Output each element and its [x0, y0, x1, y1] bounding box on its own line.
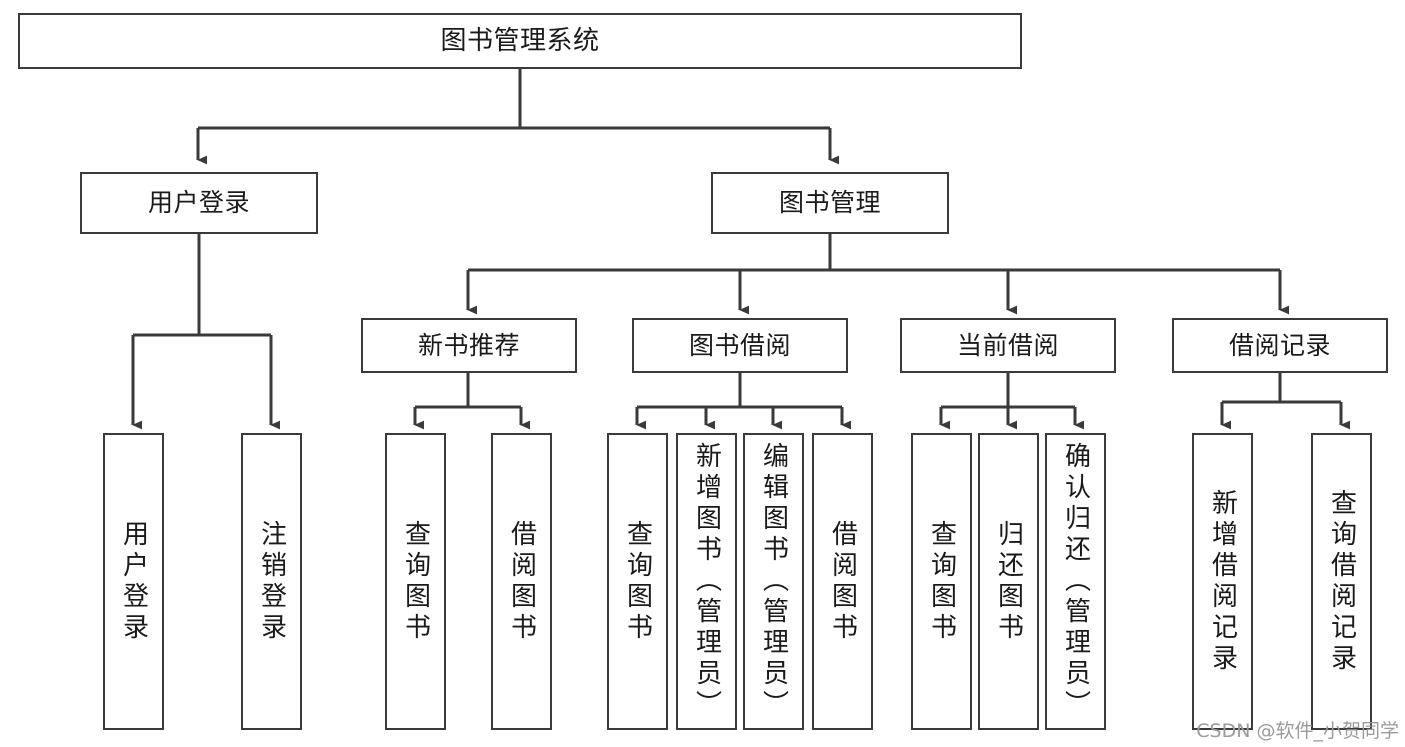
node-leaf-confirm-return-label: 确认归还（管理员）	[1060, 442, 1091, 721]
node-leaf-query-record-label: 查询借阅记录	[1326, 488, 1357, 675]
node-leaf-query-book-2[interactable]: 查询图书	[607, 433, 668, 730]
node-borrow-record[interactable]: 借阅记录	[1172, 318, 1388, 373]
node-root[interactable]: 图书管理系统	[18, 13, 1022, 69]
node-leaf-borrow-book-1-label: 借阅图书	[506, 519, 537, 644]
node-leaf-borrow-book-1[interactable]: 借阅图书	[491, 433, 552, 730]
node-new-book-recommend-label: 新书推荐	[417, 330, 520, 360]
node-borrow-record-label: 借阅记录	[1228, 330, 1331, 360]
node-book-manage[interactable]: 图书管理	[711, 172, 949, 234]
node-leaf-user-login-label: 用户登录	[118, 519, 149, 644]
node-user-login-label: 用户登录	[147, 188, 250, 218]
node-leaf-return-book[interactable]: 归还图书	[978, 433, 1039, 730]
node-leaf-add-record-label: 新增借阅记录	[1207, 488, 1238, 675]
node-leaf-user-logout[interactable]: 注销登录	[241, 433, 302, 730]
node-leaf-query-book-3[interactable]: 查询图书	[911, 433, 972, 730]
node-leaf-user-login[interactable]: 用户登录	[103, 433, 164, 730]
node-leaf-borrow-book-2[interactable]: 借阅图书	[812, 433, 873, 730]
node-book-borrow-label: 图书借阅	[688, 330, 791, 360]
csdn-watermark: CSDN @软件_小贺同学	[1196, 720, 1399, 742]
node-leaf-query-book-3-label: 查询图书	[926, 519, 957, 644]
node-book-borrow[interactable]: 图书借阅	[632, 318, 848, 373]
node-leaf-edit-book-label: 编辑图书（管理员）	[758, 442, 789, 721]
node-user-login[interactable]: 用户登录	[80, 172, 318, 234]
node-leaf-confirm-return[interactable]: 确认归还（管理员）	[1045, 433, 1106, 730]
node-leaf-edit-book[interactable]: 编辑图书（管理员）	[743, 433, 804, 730]
node-new-book-recommend[interactable]: 新书推荐	[361, 318, 577, 373]
node-leaf-add-book-label: 新增图书（管理员）	[691, 442, 722, 721]
node-leaf-add-record[interactable]: 新增借阅记录	[1192, 433, 1253, 730]
node-root-label: 图书管理系统	[440, 25, 600, 56]
node-book-manage-label: 图书管理	[778, 188, 881, 218]
node-leaf-query-record[interactable]: 查询借阅记录	[1311, 433, 1372, 730]
node-leaf-add-book[interactable]: 新增图书（管理员）	[676, 433, 737, 730]
node-leaf-query-book-2-label: 查询图书	[622, 519, 653, 644]
node-leaf-return-book-label: 归还图书	[993, 519, 1024, 644]
node-leaf-borrow-book-2-label: 借阅图书	[827, 519, 858, 644]
node-leaf-user-logout-label: 注销登录	[256, 519, 287, 644]
node-leaf-query-book-1[interactable]: 查询图书	[385, 433, 446, 730]
node-current-borrow-label: 当前借阅	[956, 330, 1059, 360]
node-current-borrow[interactable]: 当前借阅	[900, 318, 1116, 373]
node-leaf-query-book-1-label: 查询图书	[400, 519, 431, 644]
